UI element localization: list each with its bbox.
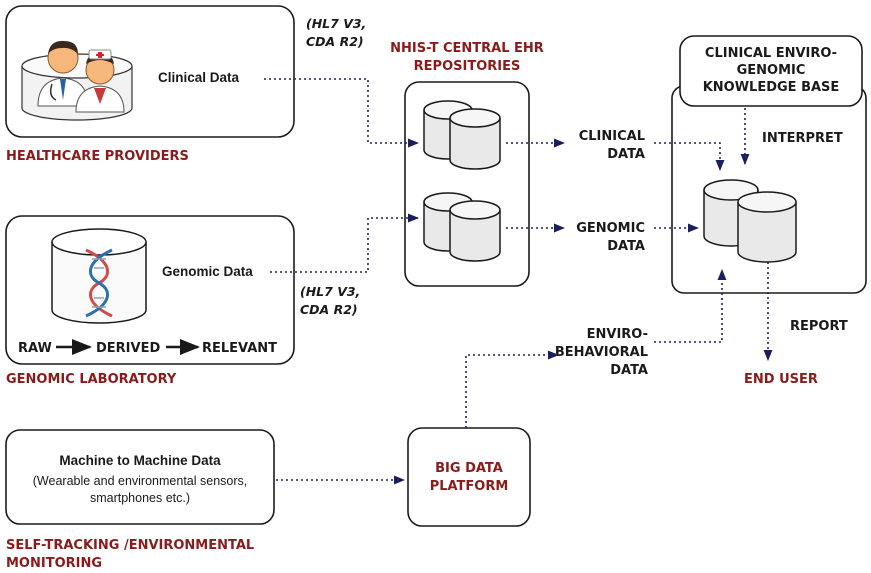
- derived-label: DERIVED: [96, 341, 160, 356]
- clinical-to-kb-arrow: [654, 142, 725, 172]
- clinical-to-repository-arrow: [264, 78, 420, 148]
- big-data-line1: BIG DATA: [435, 461, 503, 476]
- repositories-title-line1: NHIS-T CENTRAL EHR: [390, 41, 544, 56]
- enviro-line1: ENVIRO-: [587, 327, 648, 342]
- knowledge-base-line1: CLINICAL ENVIRO-: [705, 46, 837, 61]
- relevant-label: RELEVANT: [202, 341, 277, 356]
- hl7-top-line1: (HL7 V3,: [306, 16, 366, 31]
- knowledge-base-line2: GENOMIC: [737, 63, 806, 78]
- clinical-database-icon: [423, 100, 501, 170]
- m2m-line2: (Wearable and environmental sensors,: [33, 474, 247, 488]
- big-data-platform-box: [407, 427, 531, 527]
- genomic-data-out-line1: GENOMIC: [576, 221, 645, 236]
- genomic-data-label: Genomic Data: [162, 264, 253, 279]
- repositories-title-line2: REPOSITORIES: [414, 59, 521, 74]
- dna-icon: [51, 228, 147, 324]
- interpret-label: INTERPRET: [762, 131, 843, 146]
- big-data-line2: PLATFORM: [430, 479, 509, 494]
- genomic-to-repository-arrow: [270, 213, 420, 273]
- doctors-icon: [21, 40, 133, 121]
- raw-label: RAW: [18, 341, 52, 356]
- knowledge-base-line3: KNOWLEDGE BASE: [703, 80, 840, 95]
- genomic-laboratory-heading: GENOMIC LABORATORY: [6, 372, 177, 387]
- machine-to-machine-box: [5, 429, 275, 525]
- healthcare-providers-heading: HEALTHCARE PROVIDERS: [6, 149, 189, 164]
- report-label: REPORT: [790, 319, 848, 334]
- enviro-line3: DATA: [610, 363, 648, 378]
- bigdata-to-enviro-arrow: [465, 350, 560, 428]
- clinical-data-label: Clinical Data: [158, 70, 240, 85]
- hl7-bottom-line2: CDA R2): [300, 302, 358, 317]
- end-user-label: END USER: [744, 372, 818, 387]
- enviro-line2: BEHAVIORAL: [555, 345, 648, 360]
- knowledge-base-box: [679, 35, 863, 107]
- self-tracking-line1: SELF-TRACKING /ENVIRONMENTAL: [6, 538, 254, 553]
- genomic-data-out-line2: DATA: [607, 239, 645, 254]
- m2m-title: Machine to Machine Data: [59, 453, 221, 468]
- enviro-to-kb-arrow: [654, 268, 727, 343]
- m2m-line3: smartphones etc.): [90, 491, 190, 505]
- clinical-data-out-line1: CLINICAL: [579, 129, 645, 144]
- self-tracking-line2: MONITORING: [6, 556, 102, 571]
- genomic-database-icon: [423, 192, 501, 262]
- hl7-top-line2: CDA R2): [306, 34, 364, 49]
- knowledge-database-icon: [703, 179, 797, 263]
- hl7-bottom-line1: (HL7 V3,: [300, 284, 360, 299]
- clinical-data-out-line2: DATA: [607, 147, 645, 162]
